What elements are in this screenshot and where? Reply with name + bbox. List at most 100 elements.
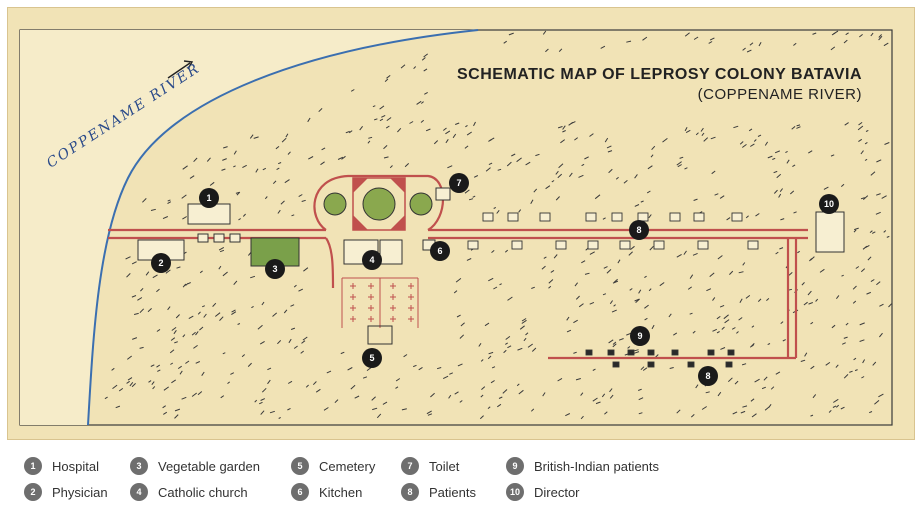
- map-title: SCHEMATIC MAP OF LEPROSY COLONY BATAVIA: [456, 66, 862, 83]
- vegetation-stroke: [705, 391, 710, 394]
- small-house-3: [229, 233, 241, 243]
- round-garden-center: [362, 187, 396, 221]
- vegetation-stroke: [843, 374, 849, 379]
- vegetation-stroke: [219, 249, 225, 253]
- vegetation-stroke: [602, 217, 606, 220]
- vegetation-stroke: [825, 361, 831, 366]
- vegetation-stroke: [516, 383, 520, 387]
- vegetation-stroke: [684, 32, 690, 37]
- vegetation-stroke: [222, 352, 226, 355]
- vegetation-stroke: [379, 118, 384, 122]
- vegetation-stroke: [545, 48, 549, 53]
- vegetation-stroke: [423, 68, 428, 72]
- vegetation-stroke: [162, 405, 166, 409]
- grave-cross: [408, 316, 414, 322]
- vegetation-stroke: [112, 384, 118, 389]
- vegetation-stroke: [566, 329, 572, 333]
- vegetation-stroke: [156, 328, 161, 332]
- vegetation-stroke: [386, 117, 392, 122]
- vegetation-stroke: [603, 266, 608, 269]
- legend-label: Patients: [429, 484, 476, 500]
- vegetation-stroke: [606, 145, 612, 149]
- vegetation-stroke: [669, 367, 674, 369]
- vegetation-stroke: [883, 230, 887, 233]
- vegetation-stroke: [615, 176, 619, 180]
- legend-number: 1: [24, 457, 42, 475]
- patient-house: [747, 240, 759, 250]
- river: [20, 30, 478, 425]
- vegetation-stroke: [758, 41, 762, 47]
- vegetation-stroke: [874, 400, 880, 405]
- legend-label: Kitchen: [319, 484, 363, 500]
- vegetation-stroke: [748, 128, 753, 132]
- vegetation-stroke: [651, 324, 655, 330]
- vegetation-stroke: [810, 414, 814, 417]
- vegetation-stroke: [182, 334, 186, 338]
- vegetation-stroke: [611, 309, 617, 313]
- vegetation-stroke: [424, 91, 428, 95]
- vegetation-stroke: [206, 157, 211, 162]
- vegetation-stroke: [191, 331, 196, 336]
- vegetation-stroke: [575, 295, 580, 300]
- grave-cross: [390, 316, 396, 322]
- vegetation-stroke: [852, 300, 857, 304]
- vegetation-stroke: [542, 30, 547, 35]
- vegetation-stroke: [323, 407, 329, 411]
- vegetation-stroke: [227, 381, 231, 384]
- vegetation-stroke: [367, 140, 371, 144]
- vegetation-stroke: [573, 351, 577, 354]
- vegetation-stroke: [634, 298, 640, 302]
- vegetation-stroke: [421, 57, 426, 61]
- vegetation-stroke: [489, 137, 495, 142]
- vegetation-stroke: [312, 381, 317, 386]
- vegetation-stroke: [755, 213, 760, 217]
- legend-item-catholic-church: 4 Catholic church: [130, 482, 248, 502]
- map-subtitle: (COPPENAME RIVER): [697, 86, 862, 103]
- vegetation-stroke: [253, 136, 259, 139]
- patient-house: [619, 240, 631, 250]
- legend-item-kitchen: 6 Kitchen: [291, 482, 362, 502]
- vegetation-stroke: [379, 105, 385, 110]
- vegetation-stroke: [600, 45, 606, 49]
- vegetation-stroke: [449, 372, 453, 375]
- legend-label: Director: [534, 484, 580, 500]
- vegetation-stroke: [202, 305, 205, 308]
- vegetation-stroke: [455, 278, 462, 283]
- legend-number: 3: [130, 457, 148, 475]
- vegetation-stroke: [530, 408, 535, 412]
- vegetation-stroke: [679, 156, 684, 159]
- vegetation-stroke: [746, 49, 752, 53]
- vegetation-stroke: [584, 156, 589, 160]
- vegetation-stroke: [290, 327, 296, 330]
- patient-house: [482, 212, 494, 222]
- vegetation-stroke: [843, 336, 848, 339]
- vegetation-stroke: [503, 40, 507, 44]
- vegetation-stroke: [630, 245, 635, 250]
- vegetation-stroke: [267, 379, 271, 385]
- vegetation-stroke: [727, 377, 733, 383]
- vegetation-stroke: [858, 34, 863, 38]
- vegetation-stroke: [823, 186, 829, 190]
- vegetation-stroke: [242, 213, 246, 217]
- vegetation-stroke: [525, 161, 531, 166]
- vegetation-stroke: [719, 304, 725, 308]
- vegetation-stroke: [550, 269, 555, 273]
- vegetation-stroke: [840, 406, 845, 410]
- vegetation-stroke: [300, 350, 305, 354]
- garden-square-red-corner2: [390, 178, 405, 193]
- vegetation-stroke: [602, 293, 607, 296]
- british-indian-house: [607, 349, 615, 356]
- vegetation-stroke: [504, 249, 509, 253]
- marker-6-kitchen: 6: [430, 241, 450, 261]
- vegetation-stroke: [197, 391, 203, 396]
- director-building: [815, 211, 845, 253]
- vegetation-stroke: [182, 283, 187, 288]
- vegetation-stroke: [530, 199, 534, 205]
- legend-number: 4: [130, 483, 148, 501]
- vegetation-stroke: [862, 359, 866, 364]
- vegetation-stroke: [277, 209, 281, 214]
- patient-house: [585, 212, 597, 222]
- vegetation-stroke: [812, 394, 817, 399]
- vegetation-stroke: [796, 124, 801, 127]
- vegetation-stroke: [531, 286, 535, 289]
